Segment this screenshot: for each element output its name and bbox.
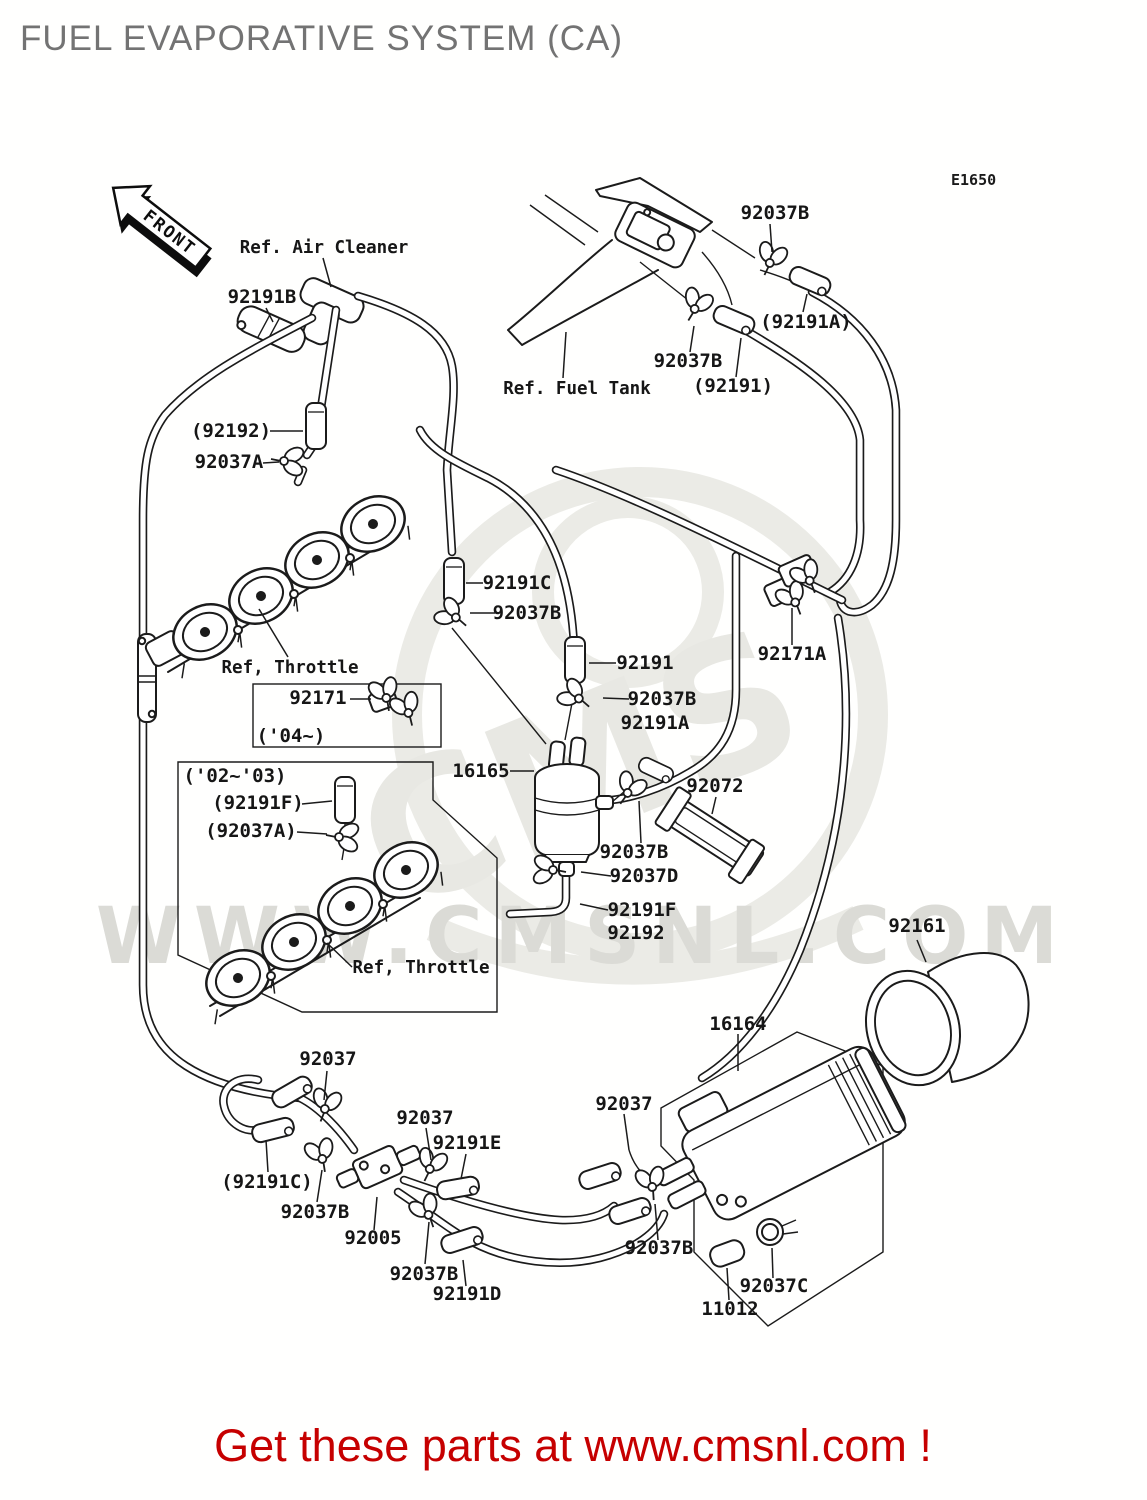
leader-line <box>654 1203 659 1241</box>
canister-16164-group <box>655 1031 907 1327</box>
throttle-assembly-upper-drawing <box>144 484 418 681</box>
label-92037b-mid2: 92037B <box>628 688 697 710</box>
label-92191c-paren: (92191C) <box>221 1171 313 1193</box>
leader-line <box>265 307 274 323</box>
leader-line <box>322 257 332 288</box>
separator-16165-drawing <box>530 736 677 888</box>
label-92191e: 92191E <box>433 1132 502 1154</box>
leader-line <box>460 1153 467 1180</box>
label-92037b-tank-low: 92037B <box>654 350 723 372</box>
label-92191f: 92191F <box>608 899 677 921</box>
label-92191: 92191 <box>616 652 673 674</box>
cmsnl-watermark-logo: CMS WWW.CMSNL.COM <box>96 467 1058 985</box>
label-92192-paren: (92192) <box>191 420 271 442</box>
label-92171: 92171 <box>289 687 346 709</box>
label-92161: 92161 <box>888 915 945 937</box>
hose-92191e-drawing <box>434 1174 482 1202</box>
label-92191a-paren: (92191A) <box>760 311 852 333</box>
clamp-92037c-drawing <box>756 1218 799 1246</box>
label-year-02-03: ('02~'03) <box>184 765 287 787</box>
label-16165: 16165 <box>452 760 509 782</box>
valve-92005-drawing <box>335 1144 422 1190</box>
leader-line <box>638 800 642 844</box>
label-92037b-bl2: 92037B <box>390 1263 459 1285</box>
label-92191a: 92191A <box>621 712 690 734</box>
leader-line <box>262 461 280 464</box>
front-direction-arrow: FRONT <box>111 184 213 278</box>
fitting-92191-drawing <box>564 636 586 684</box>
banner-link-text[interactable]: Get these parts at www.cmsnl.com ! <box>214 1420 932 1471</box>
leader-line <box>301 800 333 805</box>
leader-line <box>769 223 773 253</box>
bottom-parts-group <box>249 1072 799 1268</box>
label-92005: 92005 <box>344 1227 401 1249</box>
label-92037-1: 92037 <box>299 1048 356 1070</box>
leader-line <box>802 293 808 313</box>
diagram-code: E1650 <box>951 171 996 189</box>
label-92037-2: 92037 <box>396 1107 453 1129</box>
label-ref-air-cleaner: Ref. Air Cleaner <box>240 238 409 258</box>
leader-line <box>462 1259 467 1287</box>
leader-line <box>373 1196 378 1231</box>
box-92171-04 <box>252 670 442 748</box>
leader-line <box>579 903 609 911</box>
label-92192: 92192 <box>607 922 664 944</box>
leader-line <box>711 796 717 815</box>
leader-line <box>916 939 927 963</box>
label-92037b-tank-top: 92037B <box>741 202 810 224</box>
label-year-04: ('04~) <box>257 725 326 747</box>
page-title: FUEL EVAPORATIVE SYSTEM (CA) <box>20 19 623 58</box>
leader-line <box>425 1127 432 1161</box>
leader-line <box>258 608 289 658</box>
throttle-assembly-lower-drawing <box>187 830 451 1027</box>
leader-lines <box>258 223 927 1301</box>
label-92171a: 92171A <box>758 643 827 665</box>
label-ref-throttle-2: Ref, Throttle <box>353 958 490 978</box>
clamp-cluster-92171a-drawing <box>763 551 833 624</box>
label-16164: 16164 <box>709 1013 766 1035</box>
leader-line <box>424 1221 430 1265</box>
leader-line <box>562 331 567 379</box>
label-92037c: 92037C <box>740 1275 809 1297</box>
label-92191-paren: (92191) <box>693 375 773 397</box>
bracket-92072-drawing <box>654 786 765 885</box>
leader-line <box>580 871 612 877</box>
label-92191d: 92191D <box>433 1283 502 1305</box>
leader-line <box>316 1169 323 1203</box>
label-92037b-can: 92037B <box>625 1237 694 1259</box>
leader-line <box>265 1139 269 1173</box>
label-ref-fuel-tank: Ref. Fuel Tank <box>503 379 651 399</box>
label-92191b: 92191B <box>228 286 297 308</box>
fitting-92192-drawing <box>305 402 327 450</box>
damper-92161-drawing <box>864 952 1030 1087</box>
tube-11012-drawing <box>709 1239 746 1268</box>
leader-line <box>735 337 742 378</box>
label-92072: 92072 <box>686 775 743 797</box>
label-92037b-sep: 92037B <box>600 841 669 863</box>
label-92037d: 92037D <box>610 865 679 887</box>
label-92037a-paren: (92037A) <box>205 820 297 842</box>
label-92037b-bl1: 92037B <box>281 1201 350 1223</box>
hose-92191-top-drawing <box>710 302 758 338</box>
label-92191c: 92191C <box>483 572 552 594</box>
fuel-tank-drawing <box>507 177 807 346</box>
leader-line <box>726 1267 730 1301</box>
part-labels: 92037B (92191A) 92037B (92191) Ref. Fuel Tan… <box>184 202 946 1320</box>
leader-line <box>771 1247 774 1279</box>
label-92191f-paren: (92191F) <box>212 792 304 814</box>
box-92191f-0203 <box>177 761 498 1027</box>
leader-line <box>326 942 353 968</box>
label-92037a: 92037A <box>195 451 264 473</box>
label-92037b-mid1: 92037B <box>493 602 562 624</box>
label-92037-3: 92037 <box>595 1093 652 1115</box>
leader-line <box>602 697 630 700</box>
leader-line <box>689 325 695 353</box>
label-ref-throttle-1: Ref, Throttle <box>222 658 359 678</box>
leader-line <box>623 1113 630 1151</box>
leader-line <box>323 1070 328 1101</box>
leader-line <box>296 831 328 835</box>
label-11012: 11012 <box>701 1298 758 1320</box>
clamp-92037b-tank-low-drawing <box>673 281 720 329</box>
